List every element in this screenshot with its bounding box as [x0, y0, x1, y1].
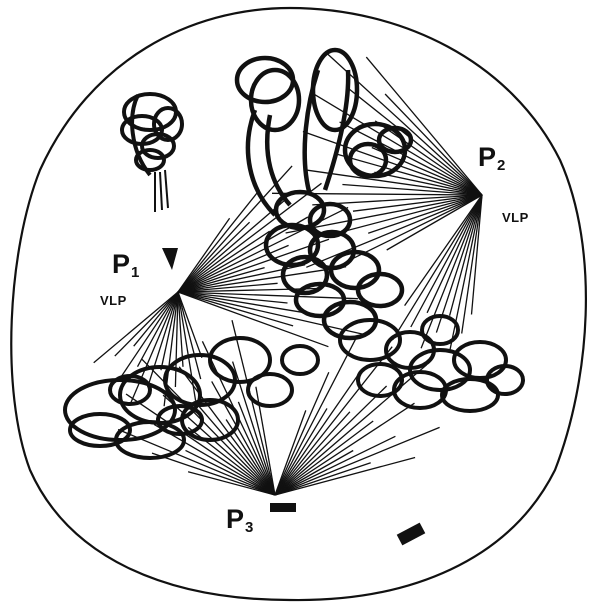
p1-subscript: 1	[131, 264, 139, 281]
projection-ray	[126, 394, 275, 495]
vlp-label-right: VLP	[502, 210, 529, 225]
p3-subscript: 3	[245, 519, 253, 536]
projection-ray	[134, 292, 178, 346]
projection-ray	[421, 195, 482, 348]
projection-ray	[178, 231, 270, 292]
projection-ray	[178, 292, 293, 326]
projection-ray	[436, 195, 482, 333]
p3-injection-marker	[270, 503, 296, 512]
vlp-label-left: VLP	[100, 293, 127, 308]
projection-ray	[178, 239, 329, 292]
p1-injection-marker	[162, 248, 178, 270]
p3-label: P	[226, 504, 244, 534]
projection-ray	[275, 386, 387, 495]
inset-structure	[122, 94, 182, 212]
projection-ray	[186, 450, 276, 495]
p2-subscript: 2	[497, 157, 505, 174]
left-cluster	[65, 338, 318, 458]
projection-ray	[275, 347, 392, 495]
projection-ray	[178, 183, 322, 292]
scale-bar	[397, 523, 426, 546]
projection-ray	[385, 94, 482, 195]
right-cluster	[340, 316, 523, 411]
p1-label: P	[112, 249, 130, 279]
p2-label: P	[478, 142, 496, 172]
